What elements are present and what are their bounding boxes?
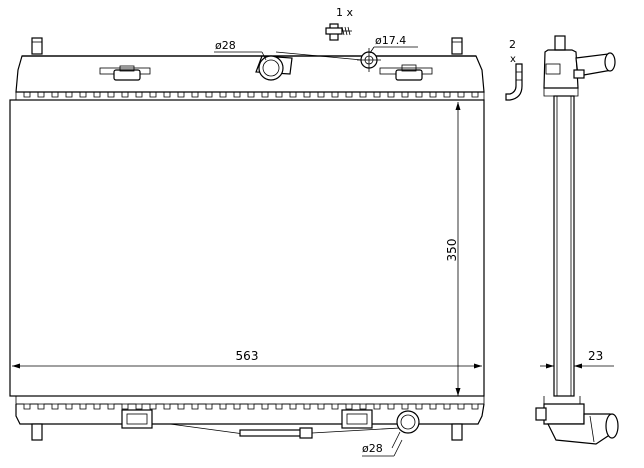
side-view-core xyxy=(553,95,575,397)
width-dimension-label: 563 xyxy=(236,349,259,363)
top-tank-crimp-teeth xyxy=(16,91,484,98)
inlet-pipe xyxy=(255,51,363,81)
side-view-inlet-pipe xyxy=(573,52,616,79)
bolt-accessory xyxy=(325,23,352,41)
top-right-bracket xyxy=(379,64,433,81)
clip-quantity-number: 2 xyxy=(509,38,516,51)
thickness-dimension-label: 23 xyxy=(588,349,603,363)
front-view: 350 563 ø28 ø17.4 ø28 xyxy=(9,34,485,457)
height-dimension xyxy=(455,102,461,396)
outlet-diameter-label: ø28 xyxy=(362,442,383,455)
bottom-left-bracket xyxy=(88,409,153,429)
inlet-diameter-label: ø28 xyxy=(215,39,236,52)
sensor-diameter-label: ø17.4 xyxy=(375,34,406,47)
height-dimension-label: 350 xyxy=(445,239,459,262)
bottom-right-bracket xyxy=(341,409,373,429)
clip-quantity-x: x xyxy=(510,54,516,65)
top-left-mounting-pin xyxy=(31,37,43,55)
outlet-pipe xyxy=(391,410,420,449)
bottom-left-mounting-pin xyxy=(31,423,43,441)
side-view-top-pin xyxy=(554,35,566,51)
side-view-top-tank xyxy=(543,49,579,97)
top-right-mounting-pin xyxy=(451,37,463,55)
outlet-diameter-leader xyxy=(362,439,403,457)
clip-accessory xyxy=(505,63,523,101)
side-view-outlet-pipe xyxy=(547,413,619,445)
top-left-bracket xyxy=(99,65,151,81)
thickness-dimension xyxy=(540,363,614,369)
bolt-quantity-label: 1 x xyxy=(336,6,353,19)
inlet-diameter-leader xyxy=(214,51,267,61)
side-view: 23 xyxy=(535,35,619,445)
width-dimension xyxy=(12,363,482,369)
sensor-port xyxy=(357,48,381,72)
sensor-diameter-leader xyxy=(369,46,418,54)
drain-wire xyxy=(169,423,401,439)
bottom-tank xyxy=(15,396,485,425)
radiator-core xyxy=(9,99,485,397)
bottom-right-mounting-pin xyxy=(451,423,463,441)
side-view-bottom-tank xyxy=(535,396,585,425)
